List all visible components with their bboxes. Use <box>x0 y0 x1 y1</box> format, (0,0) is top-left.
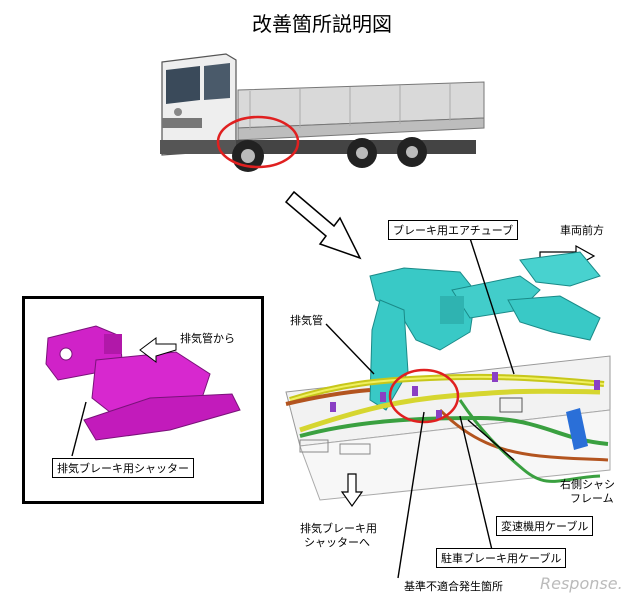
nonconformity-highlight-circle <box>388 368 460 424</box>
label-vehicle-front: 車両前方 <box>560 224 604 237</box>
to-shutter-arrow <box>340 473 364 508</box>
page-title: 改善箇所説明図 <box>252 12 392 36</box>
label-brake-air-tube: ブレーキ用エアチューブ <box>388 220 519 240</box>
label-from-exhaust-pipe: 排気管から <box>180 332 235 345</box>
truck-highlight-circle <box>216 115 300 169</box>
label-to-shutter-2: シャッターへ <box>304 536 370 549</box>
label-right-chassis-frame-2: フレーム <box>570 492 614 505</box>
zoom-arrow <box>284 190 362 260</box>
truck-illustration <box>160 53 485 172</box>
label-exhaust-brake-shutter: 排気ブレーキ用シャッター <box>52 458 194 478</box>
label-transmission-cable: 変速機用ケーブル <box>496 516 594 536</box>
label-nonconformity-location: 基準不適合発生箇所 <box>404 580 503 593</box>
label-exhaust-pipe: 排気管 <box>290 314 323 327</box>
leader-lines <box>325 231 515 579</box>
watermark: Response. <box>540 574 623 593</box>
label-parking-brake-cable: 駐車ブレーキ用ケーブル <box>436 548 567 568</box>
shutter-inset-panel <box>22 296 264 504</box>
label-to-shutter-1: 排気ブレーキ用 <box>300 522 377 535</box>
chassis-detail-drawing <box>285 251 611 501</box>
shutter-inset-drawing <box>45 325 241 457</box>
label-right-chassis-frame-1: 右側シャシ <box>560 478 615 491</box>
